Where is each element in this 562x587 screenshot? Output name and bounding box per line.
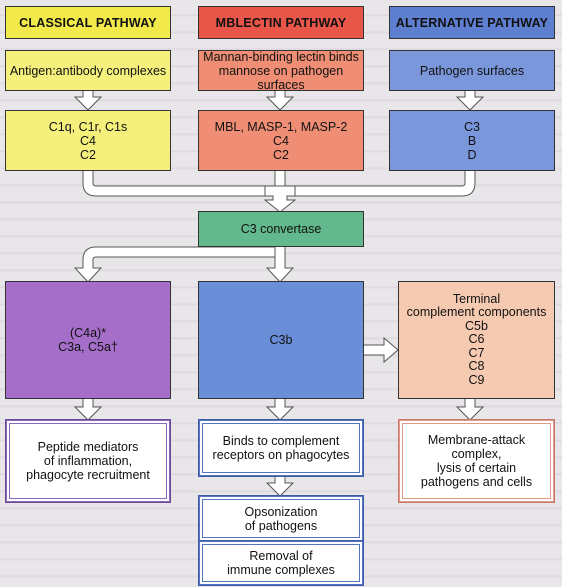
arrow-merge-left	[82, 169, 266, 197]
effect-peptide-line1: Peptide mediators	[37, 440, 139, 454]
arrow-split-left	[73, 244, 286, 283]
effect-mac-line4: pathogens and cells	[420, 475, 533, 489]
trigger-lectin-line2: mannose on pathogen surfaces	[218, 63, 344, 92]
arrow-classical-1	[73, 88, 103, 111]
arrow-alt-1	[455, 88, 485, 111]
effect-membrane-attack: Membrane-attack complex, lysis of certai…	[398, 419, 555, 503]
arrow-split-center	[265, 244, 295, 283]
outcome-opsonization-line1: Opsonization	[244, 504, 318, 519]
component-c4: C4	[273, 133, 289, 148]
effect-mac-line3: lysis of certain	[436, 461, 517, 475]
component-c2: C2	[273, 147, 289, 162]
arrow-to-convertase	[263, 185, 297, 213]
outcome-removal-line1: Removal of	[249, 549, 313, 563]
trigger-lectin: Mannan-binding lectin binds mannose on p…	[198, 49, 364, 92]
outcome-removal-line2: immune complexes	[227, 563, 335, 577]
components-lectin: MBL, MASP-1, MASP-2 C4 C2	[198, 110, 364, 171]
header-lectin-label: MBLECTIN PATHWAY	[215, 15, 347, 30]
terminal-c8: C8	[468, 359, 485, 374]
outcome-opsonization: Opsonization of pathogens	[198, 495, 364, 542]
header-classical-pathway: CLASSICAL PATHWAY	[5, 6, 171, 39]
arrow-anaphyl-effect	[73, 397, 103, 421]
anaphylatoxin-c4a: (C4a)*	[69, 326, 107, 340]
arrow-c3b-effect	[265, 397, 295, 421]
terminal-components-box: Terminal complement components C5b C6 C7…	[398, 281, 555, 399]
component-c3: C3	[464, 119, 480, 134]
effect-binds-line1: Binds to complement	[222, 434, 340, 448]
arrow-c3b-terminal	[361, 336, 399, 364]
arrow-terminal-effect	[455, 397, 485, 421]
effect-binds-line2: receptors on phagocytes	[212, 448, 350, 462]
terminal-line1: Terminal	[452, 291, 501, 306]
effect-peptide-line2: of inflammation,	[43, 454, 133, 468]
effect-peptide-mediators: Peptide mediators of inflammation, phago…	[5, 419, 171, 503]
effect-mac-line1: Membrane-attack	[427, 433, 526, 447]
effect-binds-receptors: Binds to complement receptors on phagocy…	[198, 419, 364, 477]
component-b: B	[467, 133, 477, 148]
trigger-classical: Antigen:antibody complexes	[5, 50, 171, 91]
trigger-alternative: Pathogen surfaces	[389, 50, 555, 91]
header-alternative-pathway: ALTERNATIVE PATHWAY	[389, 6, 555, 39]
header-classical-label: CLASSICAL PATHWAY	[19, 15, 157, 30]
terminal-c5b: C5b	[465, 318, 488, 333]
arrow-merge-right	[294, 169, 476, 197]
arrow-binds-opson	[265, 474, 295, 497]
header-lectin-pathway: MBLECTIN PATHWAY	[198, 6, 364, 39]
components-alternative: C3 B D	[389, 110, 555, 171]
terminal-line2: complement components	[406, 305, 547, 320]
outcome-opsonization-line2: of pathogens	[244, 518, 318, 533]
c3b-box: C3b	[198, 281, 364, 399]
component-d: D	[467, 147, 477, 162]
outcome-removal: Removal of immune complexes	[198, 540, 364, 586]
component-mbl: MBL, MASP-1, MASP-2	[214, 119, 348, 134]
trigger-classical-label: Antigen:antibody complexes	[9, 63, 167, 78]
trigger-alternative-label: Pathogen surfaces	[419, 63, 525, 78]
effect-mac-line2: complex,	[451, 447, 502, 461]
anaphylatoxin-c3a-c5a: C3a, C5a†	[58, 340, 118, 354]
c3-convertase-label: C3 convertase	[240, 222, 322, 236]
header-alternative-label: ALTERNATIVE PATHWAY	[395, 15, 549, 30]
anaphylatoxins-box: (C4a)* C3a, C5a†	[5, 281, 171, 399]
terminal-c9: C9	[468, 372, 485, 387]
effect-peptide-line3: phagocyte recruitment	[26, 468, 150, 482]
component-c1: C1q, C1r, C1s	[48, 119, 128, 134]
components-classical: C1q, C1r, C1s C4 C2	[5, 110, 171, 171]
terminal-c7: C7	[468, 345, 485, 360]
arrow-lectin-1	[265, 88, 295, 111]
c3-convertase: C3 convertase	[198, 211, 364, 247]
c3b-label: C3b	[269, 333, 293, 347]
trigger-lectin-line1: Mannan-binding lectin binds	[203, 49, 359, 64]
terminal-c6: C6	[468, 332, 485, 347]
component-c2: C2	[80, 147, 96, 162]
component-c4: C4	[80, 133, 96, 148]
